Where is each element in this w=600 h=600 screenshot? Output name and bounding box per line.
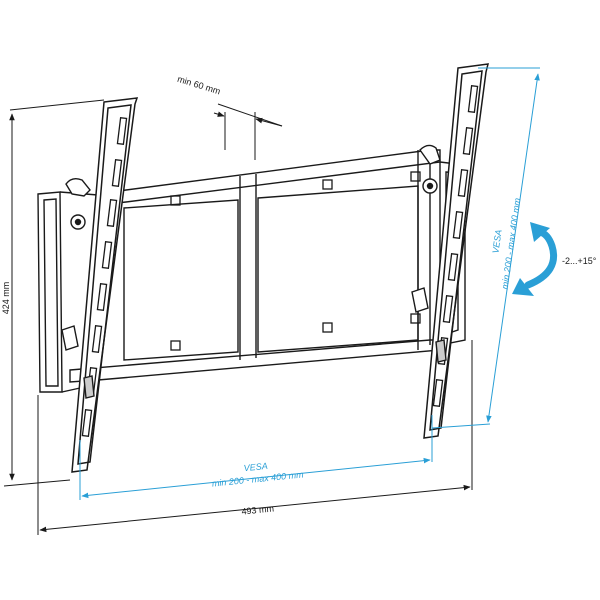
tilt-arrow-icon: [512, 222, 557, 296]
vesa-vertical-title: VESA: [490, 229, 503, 254]
right-bracket-arm: [423, 63, 489, 439]
width-label: 493 mm: [241, 503, 274, 516]
vesa-vertical-dimension: [431, 67, 540, 429]
tilt-label: -2...+15°: [562, 256, 597, 266]
vesa-vertical-range: min 200 - max 400 mm: [500, 197, 523, 290]
left-arm-hinge: [61, 177, 95, 399]
plate-holes: [170, 171, 421, 351]
vesa-horizontal-range: min 200 - max 400 mm: [211, 469, 304, 488]
height-dimension: [3, 99, 105, 487]
depth-label: min 60 mm: [176, 74, 221, 97]
left-bracket-arm: [71, 97, 139, 473]
vesa-horizontal-dimension: [79, 415, 433, 500]
right-arm-hinge: [411, 144, 447, 363]
vesa-horizontal-title: VESA: [243, 461, 268, 473]
height-label: 424 mm: [1, 282, 11, 315]
depth-dimension: [213, 103, 283, 160]
